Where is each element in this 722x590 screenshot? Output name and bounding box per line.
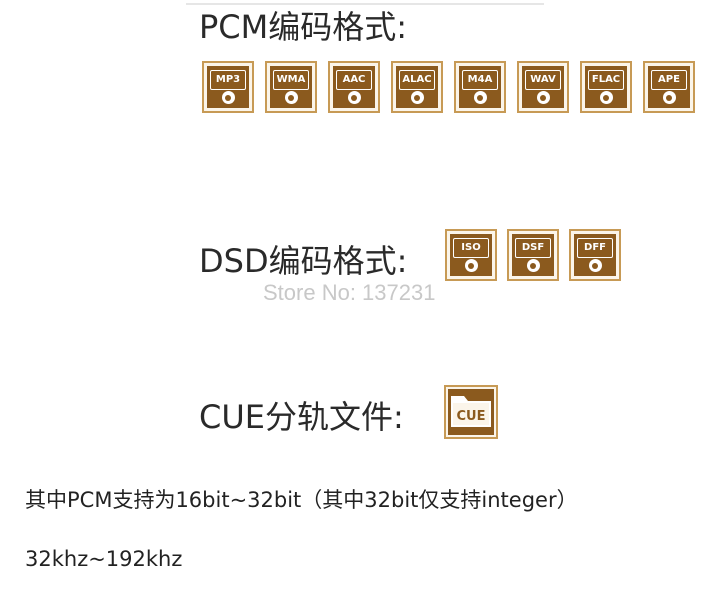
disc-icon [464, 259, 478, 272]
format-badge-iso: ISO [445, 229, 497, 281]
pcm-format-list: MP3 WMA AAC ALAC M4A WAV FLAC APE [202, 61, 695, 113]
disc-icon [473, 91, 487, 104]
format-label: AAC [336, 70, 372, 90]
format-badge-ape: APE [643, 61, 695, 113]
disc-icon [536, 91, 550, 104]
format-label: DFF [577, 238, 613, 258]
dsd-format-list: ISO DSF DFF [445, 229, 621, 281]
disc-icon [526, 259, 540, 272]
disc-icon [662, 91, 676, 104]
dsd-heading: DSD编码格式: [199, 242, 408, 280]
format-badge-dff: DFF [569, 229, 621, 281]
disc-icon [284, 91, 298, 104]
format-label: FLAC [588, 70, 624, 90]
format-label: ISO [453, 238, 489, 258]
format-badge-dsf: DSF [507, 229, 559, 281]
disc-icon [588, 259, 602, 272]
format-label: MP3 [210, 70, 246, 90]
top-divider [186, 3, 544, 5]
format-badge-wma: WMA [265, 61, 317, 113]
format-label: DSF [515, 238, 551, 258]
cue-folder-icon: CUE [444, 385, 498, 439]
cue-icon-label: CUE [457, 409, 486, 424]
format-badge-alac: ALAC [391, 61, 443, 113]
cue-heading: CUE分轨文件: [199, 398, 404, 436]
sample-rate-note: 32khz~192khz [25, 547, 183, 571]
format-label: WMA [273, 70, 309, 90]
format-badge-aac: AAC [328, 61, 380, 113]
format-badge-wav: WAV [517, 61, 569, 113]
format-badge-mp3: MP3 [202, 61, 254, 113]
store-watermark: Store No: 137231 [263, 280, 436, 305]
bit-depth-note: 其中PCM支持为16bit~32bit（其中32bit仅支持integer） [25, 488, 578, 512]
pcm-heading: PCM编码格式: [199, 8, 408, 46]
format-label: M4A [462, 70, 498, 90]
disc-icon [410, 91, 424, 104]
format-label: ALAC [399, 70, 435, 90]
disc-icon [599, 91, 613, 104]
format-label: APE [651, 70, 687, 90]
format-label: WAV [525, 70, 561, 90]
format-badge-m4a: M4A [454, 61, 506, 113]
disc-icon [221, 91, 235, 104]
format-badge-flac: FLAC [580, 61, 632, 113]
disc-icon [347, 91, 361, 104]
